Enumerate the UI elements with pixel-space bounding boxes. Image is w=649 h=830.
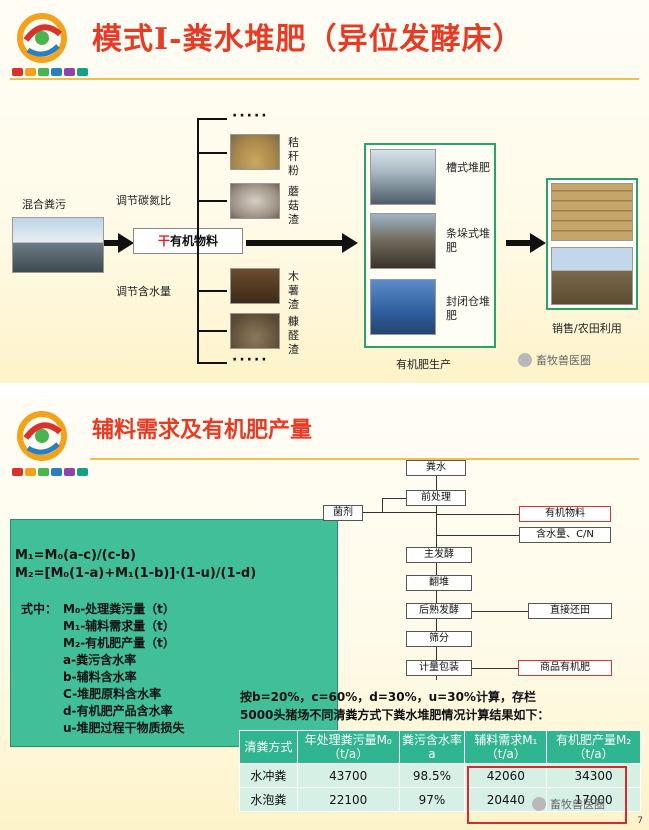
more-materials-bottom: ····· (232, 352, 269, 368)
adjust-cn-label: 调节碳氮比 (116, 194, 171, 207)
arrow-head-output (530, 233, 546, 253)
page-number: 7 (637, 816, 643, 826)
straw-powder-photo (230, 134, 280, 170)
logo-color-strip (12, 68, 88, 76)
definition-u: u-堆肥过程干物质损失 (63, 721, 185, 735)
arrow-line (104, 240, 122, 246)
company-logo (17, 411, 67, 461)
windrow-compost-photo (370, 213, 436, 269)
field-application-photo (551, 247, 633, 305)
method-closed-silo: 封闭仓堆肥 (446, 295, 490, 322)
production-label: 有机肥生产 (396, 358, 451, 371)
wechat-icon (532, 797, 546, 811)
trough-compost-photo (370, 149, 436, 205)
cassava-residue-photo (230, 268, 280, 304)
calc-note-line2: 5000头猪场不同清粪方式下粪水堆肥情况计算结果如下： (240, 708, 550, 722)
flow-water-cn: 含水量、C/N (519, 527, 611, 543)
definition-c: C-堆肥原料含水率 (63, 687, 162, 701)
title-underline (10, 78, 639, 80)
header-annual-manure: 年处理粪污量M₀（t/a） (296, 730, 400, 764)
material-label-mushroom: 蘑菇渣 (288, 185, 299, 226)
header-fertilizer-output: 有机肥产量M₂（t/a） (546, 730, 641, 764)
formula-m1: M₁=M₀(a-c)/(c-b) (15, 548, 136, 563)
material-label-cassava: 木薯渣 (288, 270, 299, 311)
flow-sieving: 筛分 (406, 631, 472, 647)
slide-gap (0, 383, 649, 396)
flow-post-fermentation: 后熟发酵 (406, 603, 472, 619)
method-trough: 槽式堆肥 (446, 161, 490, 174)
closed-silo-photo (370, 279, 436, 335)
title-underline (90, 458, 639, 460)
company-logo (17, 13, 67, 63)
table-row: 水泡粪 22100 97% 20440 17000 (239, 787, 641, 812)
more-materials-top: ····· (232, 108, 269, 124)
flow-start: 粪水 (406, 460, 466, 476)
flow-main-fermentation: 主发酵 (406, 547, 472, 563)
flow-direct-field: 直接还田 (528, 603, 612, 619)
definition-m1: M₁-辅料需求量（t） (63, 619, 175, 633)
cell-a: 97% (398, 787, 466, 812)
flow-bacteria: 菌剂 (323, 505, 363, 521)
cell-method: 水冲粪 (239, 763, 298, 788)
slide-title: 模式I-粪水堆肥（异位发酵床） (92, 22, 524, 57)
slide-material-yield: 辅料需求及有机肥产量 M₁=M₀(a-c)/(c-b) M₂=[M₀(1-a)+… (0, 396, 649, 830)
cell-m0: 43700 (296, 763, 400, 788)
adjust-water-label: 调节含水量 (116, 285, 171, 298)
cell-a: 98.5% (398, 763, 466, 788)
flow-commercial-fertilizer: 商品有机肥 (518, 660, 612, 676)
arrow-line-output (506, 240, 534, 246)
arrow-head-main (342, 233, 358, 253)
material-label-furfural: 糠醛渣 (288, 315, 299, 356)
furfural-residue-photo (230, 313, 280, 349)
slide-title: 辅料需求及有机肥产量 (92, 418, 313, 443)
watermark-top: 畜牧兽医圈 (518, 352, 591, 368)
output-label: 销售/农田利用 (552, 322, 622, 335)
definition-m0: M₀-处理粪污量（t） (63, 602, 175, 616)
arrow-head (118, 233, 134, 253)
material-label-straw: 秸秆粉 (288, 136, 299, 177)
cell-method: 水泡粪 (239, 787, 298, 812)
organic-fertilizer-production-box: 槽式堆肥 条垛式堆肥 封闭仓堆肥 (364, 143, 496, 348)
definition-d: d-有机肥产品含水率 (63, 704, 173, 718)
manure-pool-photo (12, 217, 104, 273)
flow-turning: 翻堆 (406, 575, 472, 591)
logo-color-strip (12, 468, 88, 476)
mushroom-residue-photo (230, 183, 280, 219)
highlight-frame (467, 766, 627, 824)
definition-b: b-辅料含水率 (63, 670, 137, 684)
header-water-content: 粪污含水率a (398, 730, 466, 764)
table-header-row: 清粪方式 年处理粪污量M₀（t/a） 粪污含水率a 辅料需求M₁（t/a） 有机… (239, 730, 641, 764)
calc-note-line1: 按b=20%，c=60%，d=30%，u=30%计算，存栏 (240, 690, 536, 704)
header-material-demand: 辅料需求M₁（t/a） (464, 730, 548, 764)
flow-pretreatment: 前处理 (406, 490, 466, 506)
slide-composting-mode: 模式I-粪水堆肥（异位发酵床） 混合粪污 调节碳氮比 调节含水量 干有机物料 ·… (0, 0, 649, 383)
flow-organic-material: 有机物料 (519, 506, 611, 522)
definition-m2: M₂-有机肥产量（t） (63, 636, 175, 650)
output-box (546, 178, 638, 310)
input-label: 混合粪污 (22, 198, 66, 211)
material-branch-line (197, 118, 199, 364)
formula-panel: M₁=M₀(a-c)/(c-b) M₂=[M₀(1-a)+M₁(1-b)]·(1… (10, 519, 338, 747)
organic-material-box: 干有机物料 (133, 228, 243, 254)
cell-m0: 22100 (296, 787, 400, 812)
definition-a: a-粪污含水率 (63, 653, 137, 667)
definitions-intro: 式中： (21, 602, 58, 616)
formula-m2: M₂=[M₀(1-a)+M₁(1-b)]·(1-u)/(1-d) (15, 566, 257, 581)
header-cleaning-method: 清粪方式 (239, 730, 298, 764)
watermark-bottom: 畜牧兽医圈 (532, 796, 605, 812)
fertilizer-bags-photo (551, 183, 633, 241)
method-windrow: 条垛式堆肥 (446, 227, 490, 254)
flow-packaging: 计量包装 (406, 660, 472, 676)
arrow-line-main (246, 240, 346, 246)
wechat-icon (518, 353, 532, 367)
